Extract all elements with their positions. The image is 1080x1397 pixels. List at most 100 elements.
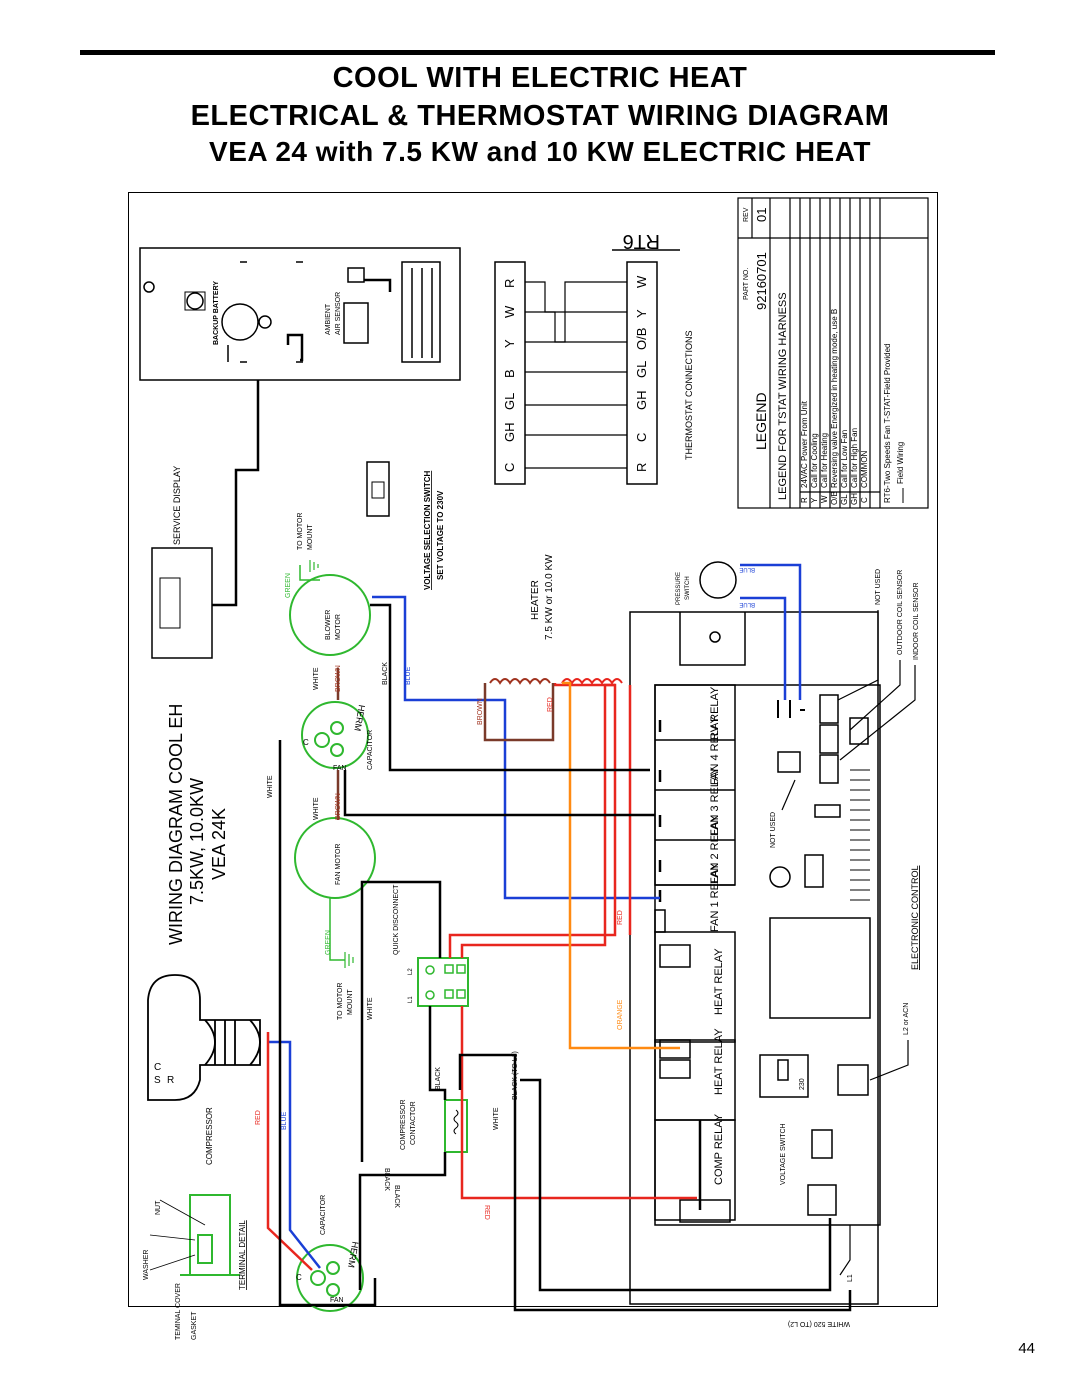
diagram-frame: [128, 192, 938, 1307]
relay-fan1: FAN 1 RELAY: [709, 862, 721, 932]
legend-code-gl: GL: [840, 494, 849, 505]
svg-text:GASKET: GASKET: [191, 1311, 198, 1340]
wire-label-black-1: BLACK: [382, 662, 389, 685]
capacitor-lower-label: CAPACITOR: [320, 1195, 327, 1235]
l1-board-label: L1: [847, 1274, 854, 1282]
capacitor-upper-label: CAPACITOR: [367, 730, 374, 770]
quick-disconnect: [417, 957, 469, 1007]
relay-heat-1: HEAT RELAY: [713, 948, 725, 1015]
svg-text:L1: L1: [408, 996, 414, 1003]
svg-text:GL: GL: [634, 361, 649, 378]
svg-text:GH: GH: [502, 423, 517, 443]
wire-label-white-4: WHITE: [367, 997, 374, 1020]
svg-text:NUT: NUT: [155, 1200, 162, 1215]
svg-text:R: R: [167, 1075, 174, 1086]
to-motor-mount-top-1: TO MOTOR: [297, 513, 304, 550]
svg-text:TERMINAL DETAIL: TERMINAL DETAIL: [238, 1220, 247, 1290]
capacitor-upper: [301, 701, 369, 769]
l2-or-acn-label: L2 or ACN: [903, 1003, 910, 1035]
legend-partno: 92160701: [754, 252, 769, 310]
blower-motor: [289, 574, 371, 656]
voltage-selection-label-1: VOLTAGE SELECTION SWITCH: [423, 471, 432, 590]
svg-text:R: R: [502, 279, 517, 288]
legend-text-ob: Reversing valve Energized in heating mod…: [830, 309, 839, 488]
wiring-title-2: 7.5KW, 10.0KW: [187, 778, 207, 905]
header-rule: [80, 50, 995, 55]
wire-label-white-5: WHITE: [493, 1107, 500, 1130]
wire-label-black-3: BLACK: [383, 1168, 390, 1191]
wire-label-blue-2: BLUE: [281, 1111, 288, 1130]
svg-text:W: W: [502, 305, 517, 318]
heater-coil-red: [561, 678, 623, 685]
indoor-coil-sensor-label: INDOOR COIL SENSOR: [913, 582, 920, 660]
wire-label-red-2: RED: [483, 1205, 490, 1220]
wire-label-blue-ps1: BLUE: [739, 566, 755, 572]
svg-text:COMPRESSOR: COMPRESSOR: [400, 1099, 407, 1150]
terminal-detail: [149, 1194, 240, 1276]
thermostat-connections-label: THERMOSTAT CONNECTIONS: [684, 330, 694, 460]
svg-text:C: C: [303, 738, 309, 747]
thermostat-top-terminals: C GH GL B Y W R: [502, 279, 517, 472]
electronic-control-board: [629, 611, 881, 1305]
heater-label-1: HEATER: [530, 580, 541, 620]
wire-label-black-to-l1: BLACK (TO L1): [512, 1051, 519, 1100]
wire-label-blue-1: BLUE: [405, 666, 412, 685]
wire-label-black-2: BLACK: [435, 1067, 442, 1090]
svg-text:GH: GH: [634, 391, 649, 411]
voltage-selection-label-2: SET VOLTAGE TO 230V: [436, 490, 445, 580]
legend-code-c: C: [860, 497, 869, 503]
wire-label-green-top: GREEN: [285, 573, 292, 598]
capacitor-lower: [296, 1244, 364, 1312]
electronic-control-label: ELECTRONIC CONTROL: [910, 865, 920, 970]
svg-text:PRESSURE: PRESSURE: [676, 572, 682, 605]
svg-text:W: W: [634, 275, 649, 288]
wire-label-black-4: BLACK: [393, 1185, 400, 1208]
backup-battery-label: BACKUP BATTERY: [213, 281, 220, 345]
voltage-selection-switch[interactable]: [366, 461, 390, 517]
wire-label-brown-1: BROWN: [335, 665, 342, 692]
wire-label-red-1: RED: [255, 1110, 262, 1125]
legend-code-r: R: [800, 497, 809, 503]
wire-label-white-520: WHITE 520 (TO L2): [788, 1320, 850, 1327]
svg-text:FAN: FAN: [333, 765, 347, 772]
svg-text:L2: L2: [408, 968, 414, 975]
svg-text:FAN: FAN: [330, 1297, 344, 1304]
wire-label-brown-heater: BROWN: [477, 698, 484, 725]
relay-fan4: FAN 4 RELAY: [709, 715, 721, 785]
legend-text-gl: Call for Low Fan: [840, 430, 849, 488]
legend-text-gh: Call for High Fan: [850, 428, 859, 488]
svg-text:SWITCH: SWITCH: [685, 576, 691, 600]
page-title-line-3: VEA 24 with 7.5 KW and 10 KW ELECTRIC HE…: [209, 136, 871, 167]
svg-text:R: R: [634, 463, 649, 472]
compressor-label: COMPRESSOR: [205, 1107, 214, 1165]
control-board-top: [139, 247, 461, 381]
relay-heat-2: HEAT RELAY: [713, 1028, 725, 1095]
compressor: [147, 974, 261, 1101]
legend-text-w: Call for Heating: [820, 433, 829, 488]
legend-text-c: COMMON: [860, 450, 869, 488]
wire-label-red-heater: RED: [547, 697, 554, 712]
wire-label-blue-ps2: BLUE: [739, 601, 755, 607]
page-title-line-2: ELECTRICAL & THERMOSTAT WIRING DIAGRAM: [190, 100, 890, 132]
quick-disconnect-label: QUICK DISCONNECT: [393, 884, 400, 955]
legend-code-w: W: [820, 495, 829, 503]
to-motor-mount-top-2: MOUNT: [307, 524, 314, 550]
legend-harness: LEGEND FOR TSTAT WIRING HARNESS: [777, 292, 789, 500]
legend-code-ob: O/B: [830, 491, 839, 505]
legend-note: RT6-Two Speeds Fan T-STAT-Field Provided: [883, 344, 892, 503]
wire-label-red-board: RED: [617, 910, 624, 925]
svg-text:HERM: HERM: [346, 1241, 360, 1269]
svg-text:C: C: [634, 433, 649, 442]
pressure-switch: [699, 561, 737, 599]
legend-code-gh: GH: [850, 493, 859, 505]
ambient-sensor-label-1: AMBIENT: [325, 303, 332, 335]
page-number: 44: [1018, 1340, 1035, 1357]
page-title-line-1: COOL WITH ELECTRIC HEAT: [332, 62, 748, 94]
voltage-switch-label: VOLTAGE SWITCH: [780, 1123, 787, 1185]
thermostat-bottom-terminals: R C GH GL O/B Y W: [634, 275, 649, 472]
to-motor-mount-bot-2: MOUNT: [347, 989, 354, 1015]
legend-table: [737, 197, 929, 509]
wire-label-white-2: WHITE: [267, 775, 274, 798]
wire-label-orange: ORANGE: [617, 999, 624, 1030]
